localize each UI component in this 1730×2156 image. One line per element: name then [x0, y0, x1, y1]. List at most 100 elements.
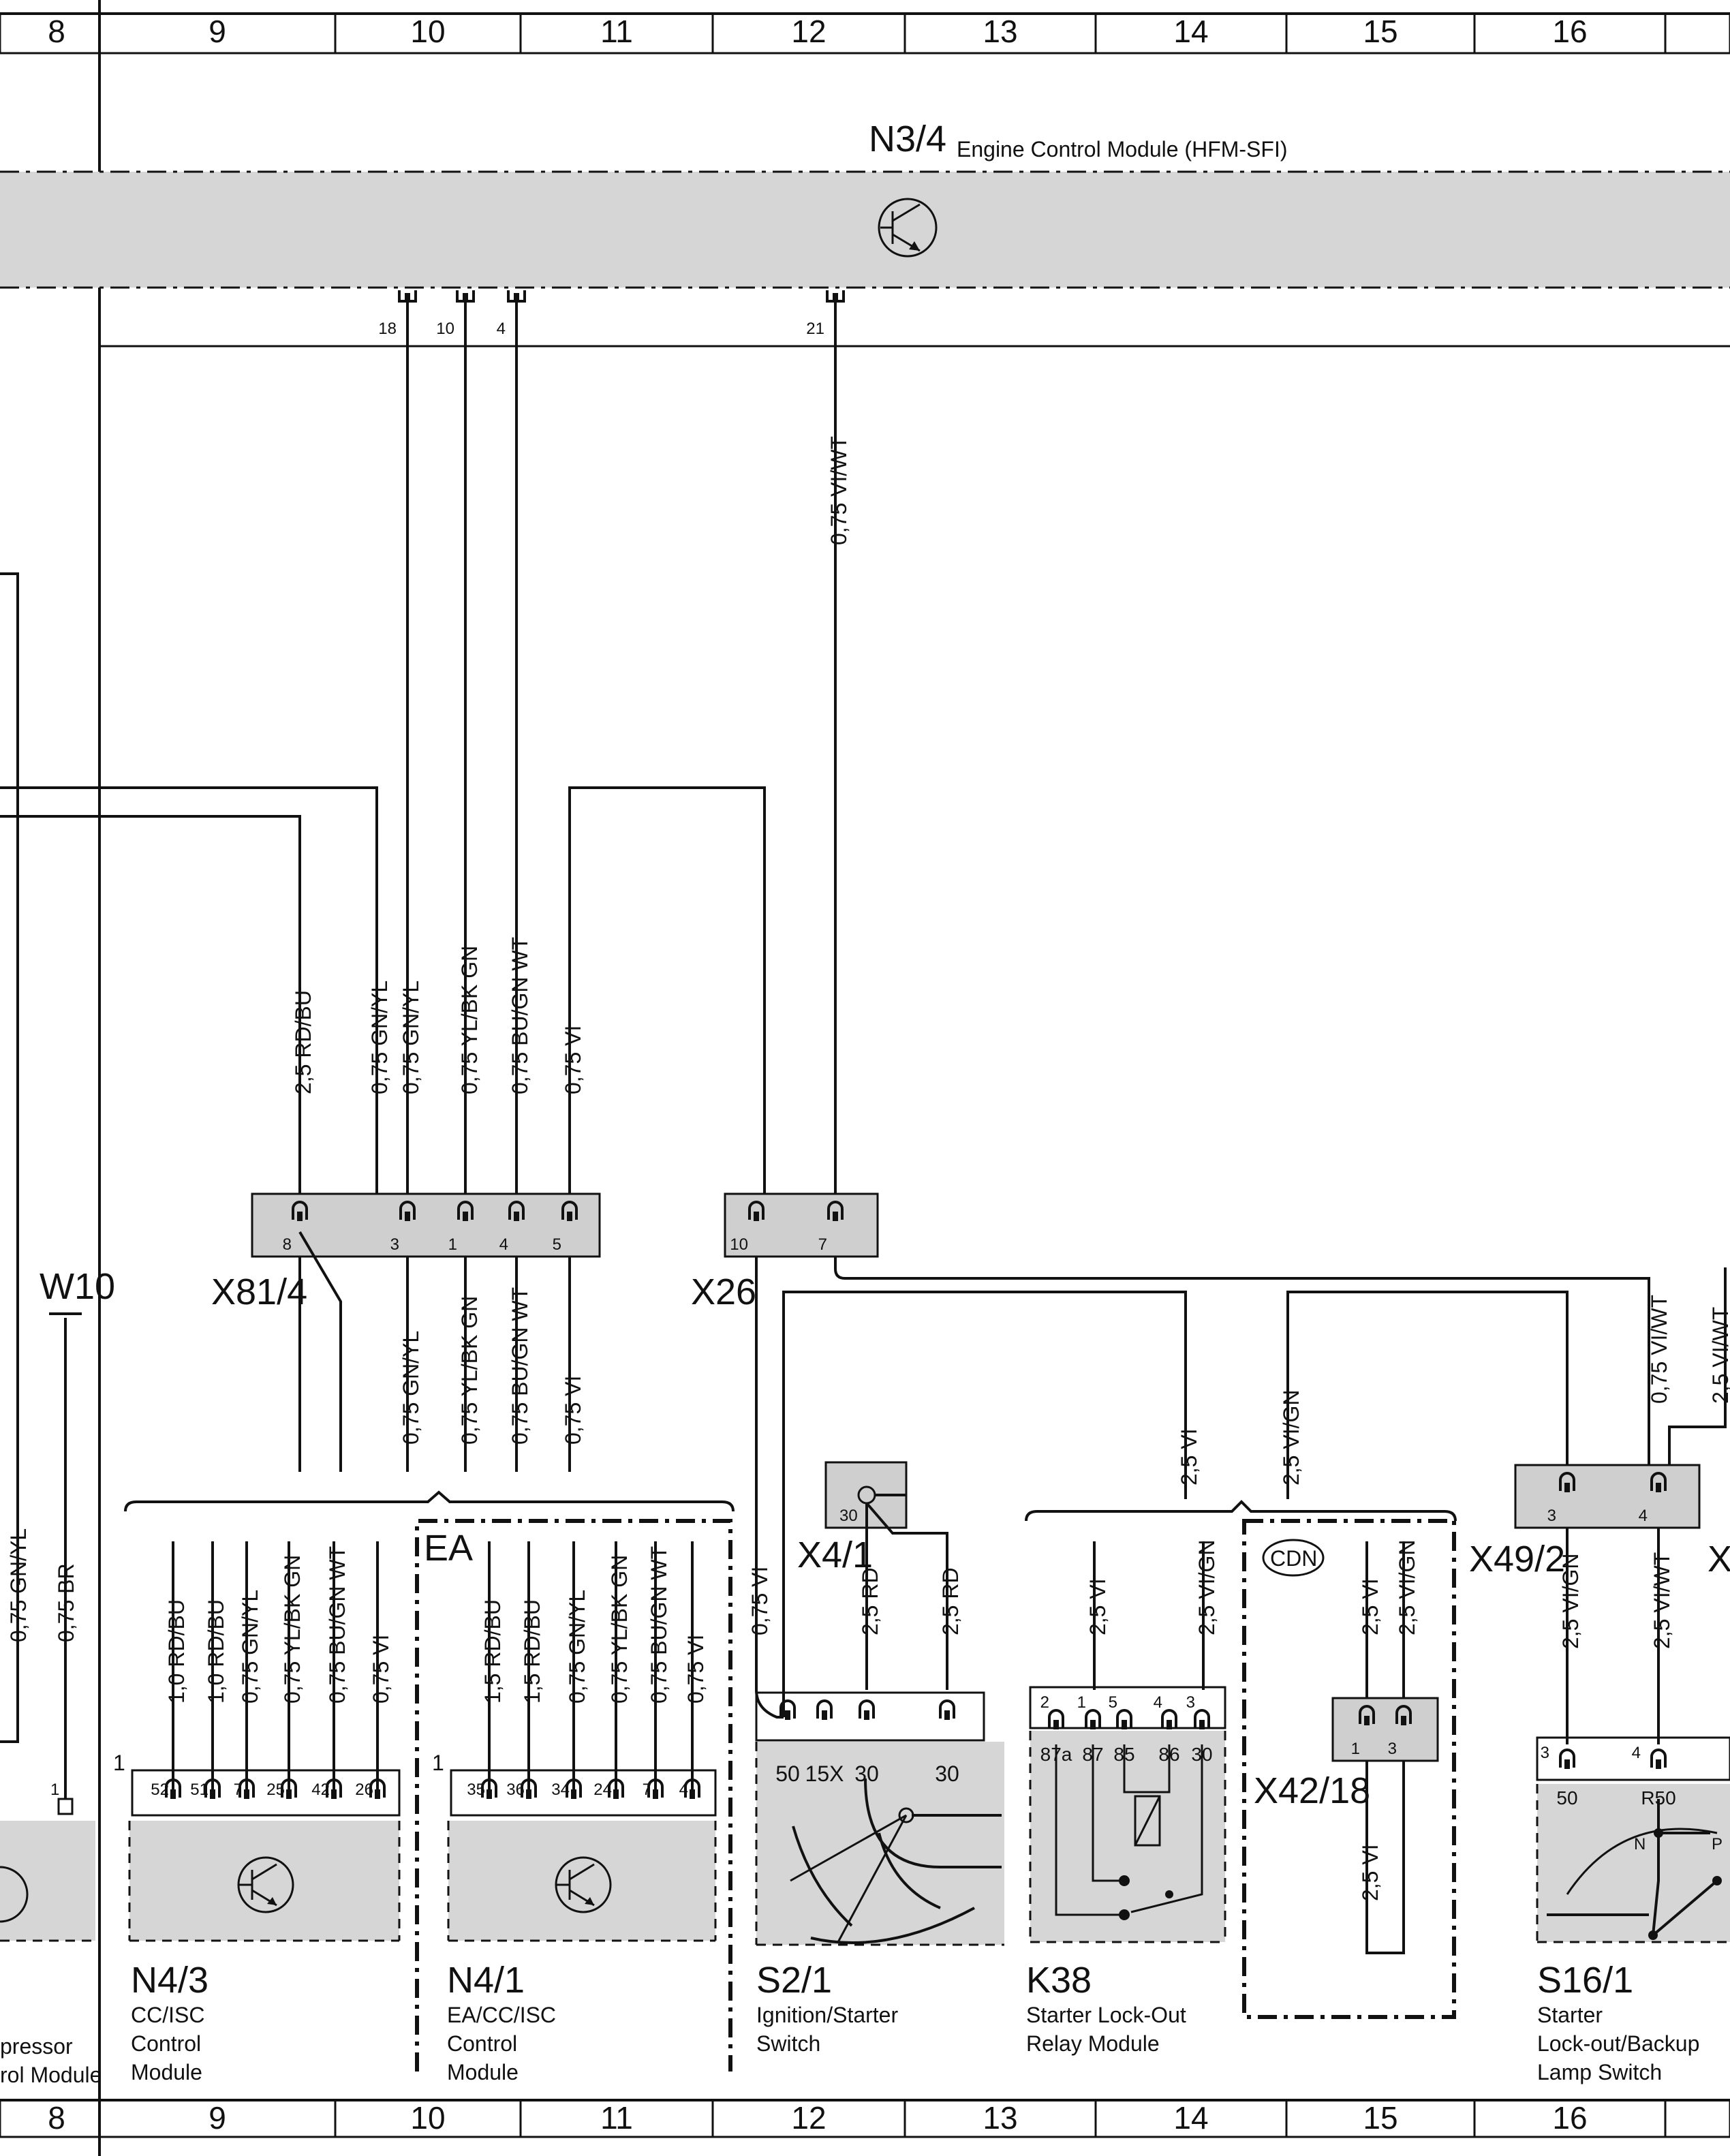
n43-pin: [369, 1778, 386, 1799]
wire-label-k38-vi-gn: 2,5 VI/GN: [1194, 1540, 1219, 1636]
n41-pin-number: 34: [551, 1781, 570, 1799]
x41-connector: 30 X4/1 2,5 RD 2,5 RD: [797, 1461, 963, 1690]
s161-desc-2: Lamp Switch: [1537, 2060, 1662, 2084]
grid-number-bottom: 9: [208, 2100, 226, 2136]
ecm-pin-number: 18: [378, 320, 397, 338]
n41-wire-label: 0,75 YL/BK GN: [607, 1555, 632, 1704]
k38-pin: [1194, 1709, 1210, 1729]
n43-wire-label: 1,0 RD/BU: [204, 1599, 228, 1704]
n43-pin: [165, 1778, 181, 1799]
s161-pin: [1559, 1749, 1575, 1769]
wire-label-s21-vi: 0,75 VI: [747, 1567, 772, 1635]
k38-desc-0: Starter Lock-Out: [1026, 2003, 1186, 2027]
n41-pin-number: 7: [643, 1781, 651, 1799]
wire-label-mid-gn-yl: 0,75 GN/YL: [399, 1331, 423, 1445]
cdn-tag: CDN: [1270, 1546, 1317, 1571]
ecm-id: N3/4: [869, 119, 946, 159]
x81-lower-wires: 0,75 GN/YL 0,75 YL/BK GN 0,75 BU/GN WT 0…: [124, 1231, 735, 1512]
s21-pin: [859, 1699, 875, 1720]
x81-id: X81/4: [211, 1272, 307, 1312]
grid-number-bottom: 12: [791, 2100, 826, 2136]
s21-pin: [816, 1699, 833, 1720]
wire-label-right-vi-wt: 0,75 VI/WT: [1647, 1295, 1671, 1404]
n41-id: N4/1: [447, 1960, 525, 2001]
wire-label-mid-bu-gn-wt: 0,75 BU/GN WT: [508, 1287, 532, 1445]
n41-desc-0: EA/CC/ISC: [447, 2003, 556, 2027]
x42-pin-number: 1: [1351, 1740, 1360, 1758]
x26-pin: [748, 1201, 764, 1221]
n43-desc-0: CC/ISC: [131, 2003, 204, 2027]
grid-number-bottom: 8: [48, 2100, 65, 2136]
x81-pin: [457, 1201, 474, 1221]
s161-mark-n: N: [1634, 1835, 1646, 1853]
n41-tag: EA: [424, 1528, 473, 1569]
n43-pin-number: 26: [355, 1781, 373, 1799]
edge-letter: X: [1708, 1539, 1730, 1580]
x81-pin-number: 5: [553, 1235, 561, 1254]
n41-pin: [481, 1778, 497, 1799]
grid-number-top: 15: [1363, 14, 1397, 49]
wire-label-yl-bk-gn: 0,75 YL/BK GN: [457, 946, 482, 1094]
ecm-pin-number: 4: [497, 320, 506, 338]
s21-desc-1: Switch: [756, 2031, 820, 2056]
n43-wire-label: 0,75 VI: [369, 1635, 393, 1704]
x42-pin: [1395, 1705, 1412, 1725]
n43-pin-number: 7: [234, 1781, 243, 1799]
ecm-pin: 18: [378, 290, 417, 338]
x81-pin-number: 4: [499, 1235, 508, 1254]
x42-pin-number: 3: [1388, 1740, 1397, 1758]
wire-label-left-gn-yl: 0,75 GN/YL: [6, 1528, 31, 1642]
x49-pin: [1559, 1472, 1575, 1492]
s161-pin-number: 50: [1556, 1787, 1577, 1808]
s161-desc-1: Lock-out/Backup: [1537, 2031, 1699, 2056]
k38-pin: [1085, 1709, 1101, 1729]
x81-pin: [399, 1201, 416, 1221]
n41-pin: [684, 1778, 700, 1799]
s21-pin-number: 50: [775, 1761, 800, 1786]
x49-pin: [1650, 1472, 1667, 1492]
ecm-wires: 0,75 VI/WT: [406, 297, 851, 1199]
grid-number-top: 16: [1552, 14, 1587, 49]
grid-number-bottom: 14: [1173, 2100, 1208, 2136]
grid-number-top: 12: [791, 14, 826, 49]
s21-pin-number: 30: [935, 1761, 959, 1786]
s161-pin: [1650, 1749, 1667, 1769]
n43-pin-number: 25: [266, 1781, 285, 1799]
n41-wire-label: 0,75 VI: [683, 1635, 708, 1704]
x81-connector: X81/4 8 3 1 4 5: [211, 1192, 601, 1312]
w10-id: W10: [40, 1266, 115, 1307]
n43-wire-label: 0,75 BU/GN WT: [325, 1546, 350, 1704]
wire-label-x49-vi-gn: 2,5 VI/GN: [1558, 1554, 1583, 1650]
x81-pin-number: 3: [390, 1235, 399, 1254]
n41-wire-label: 1,5 RD/BU: [520, 1599, 544, 1704]
x81-pin-number: 8: [283, 1235, 292, 1254]
wire-label-left-br: 0,75 BR: [54, 1563, 78, 1642]
n43-desc-1: Control: [131, 2031, 201, 2056]
s161-top-pin-number: 3: [1541, 1744, 1549, 1762]
wire-label-right-vi-gn: 2,5 VI/GN: [1279, 1390, 1303, 1486]
left-module-text-1: rol Module: [0, 2063, 102, 2087]
n43-pin-number: 52: [151, 1781, 169, 1799]
grid-number-bottom: 16: [1552, 2100, 1587, 2136]
x49-id: X49/2: [1469, 1539, 1565, 1580]
grid-number-top: 14: [1173, 14, 1208, 49]
transistor-icon: [237, 1856, 294, 1913]
grid-number-bottom: 11: [600, 2100, 633, 2136]
wire-label-x49-vi-wt: 2,5 VI/WT: [1650, 1552, 1674, 1649]
s161-top-pin-number: 4: [1632, 1744, 1641, 1762]
left-module-pin: 1: [50, 1781, 59, 1799]
x26-pin-number: 10: [730, 1235, 748, 1254]
x26-lower-wires: 0,75 VI 2,5 VI 2,5 VI/GN 0,75 VI/WT 2,5 …: [747, 1257, 1730, 1719]
wire-label-mid-vi: 0,75 VI: [561, 1376, 585, 1445]
s161-id: S16/1: [1537, 1960, 1633, 2001]
x81-pin-number: 1: [448, 1235, 457, 1254]
grid-number-bottom: 13: [983, 2100, 1017, 2136]
grid-number-top: 8: [48, 14, 65, 49]
transistor-icon: [878, 198, 938, 258]
